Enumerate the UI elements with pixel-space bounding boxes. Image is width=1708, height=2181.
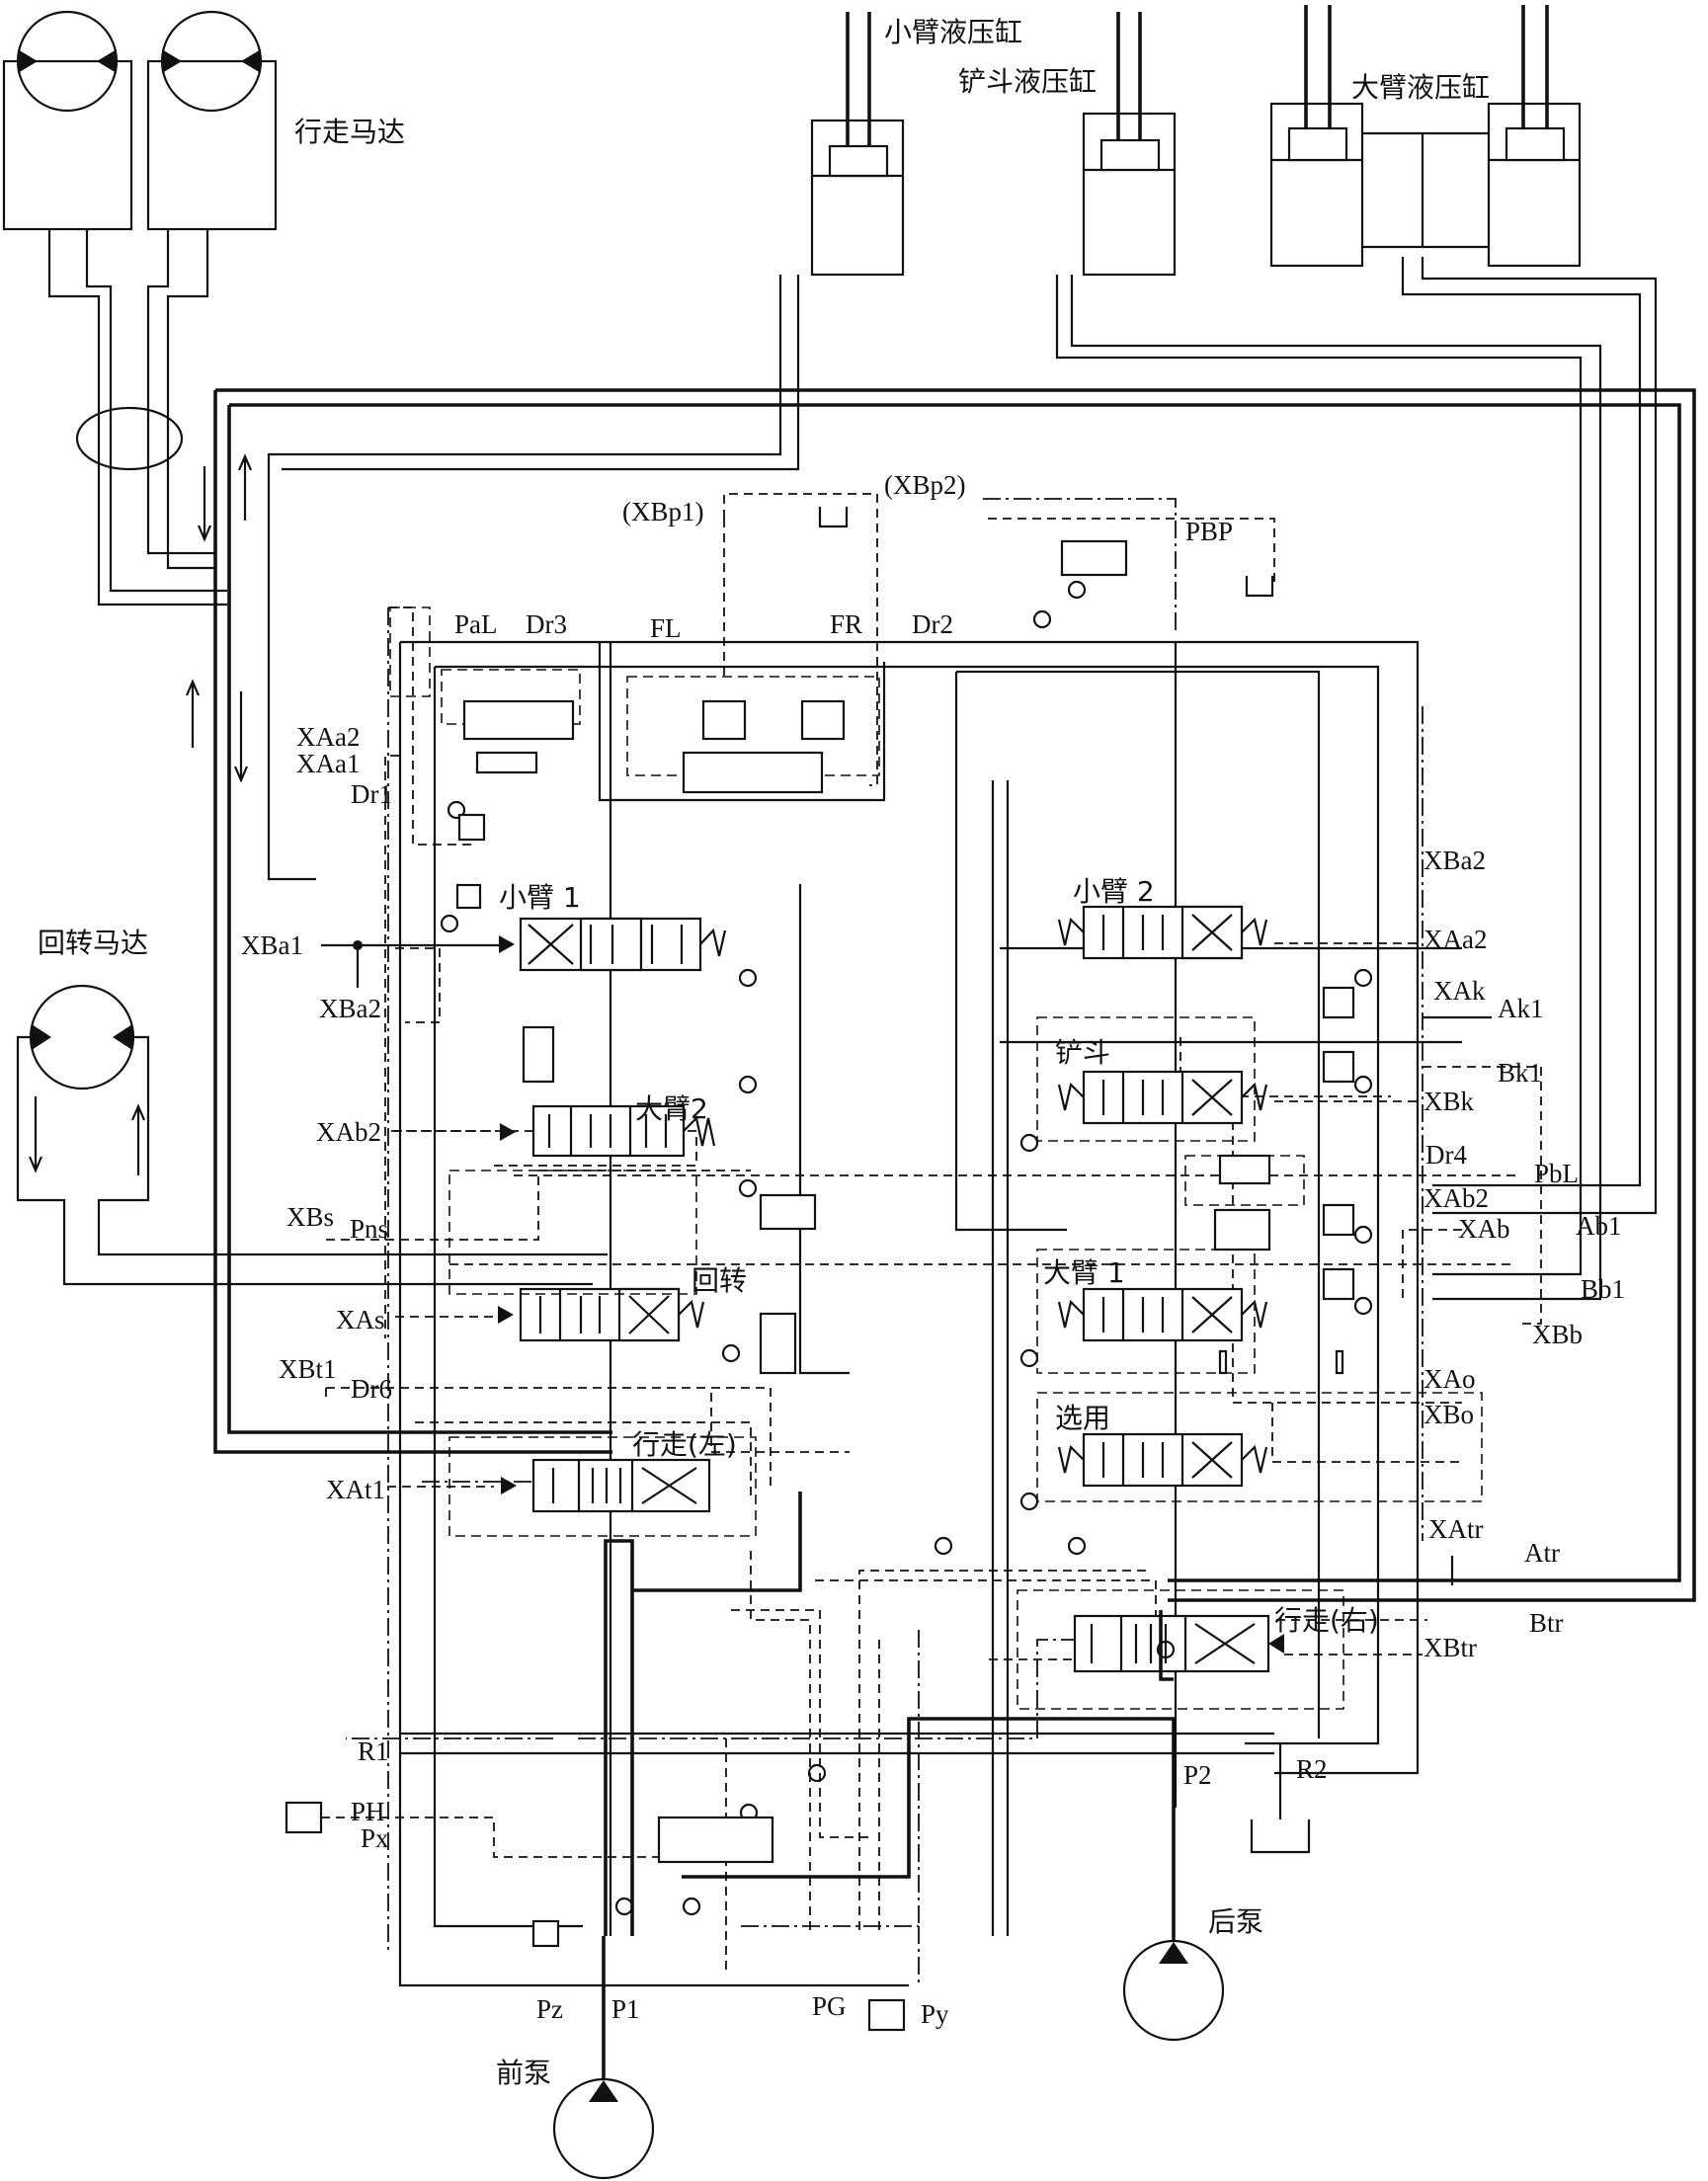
front-pump-label: 前泵: [496, 2057, 551, 2089]
rear-pump: 后泵: [682, 1717, 1263, 2042]
port-pal: PaL: [454, 609, 498, 639]
pilot-lines: [321, 493, 1542, 1976]
valve-arm1-label: 小臂 1: [499, 881, 581, 914]
port-ak1: Ak1: [1498, 994, 1544, 1023]
port-xbp2: (XBp2): [884, 470, 966, 500]
valve-bucket-label: 铲斗: [1055, 1036, 1110, 1069]
valve-travel-right-label: 行走(右): [1274, 1604, 1379, 1637]
port-bb1: Bb1: [1581, 1274, 1625, 1304]
port-dr1: Dr1: [351, 779, 392, 809]
port-pg: PG: [812, 1991, 847, 2021]
port-fr: FR: [830, 609, 862, 639]
port-atr: Atr: [1524, 1538, 1560, 1568]
port-pbp: PBP: [1185, 517, 1233, 546]
valve-arm2-label: 小臂 2: [1073, 875, 1155, 908]
small-valves: [285, 539, 1355, 2032]
drain-lines: [346, 498, 1423, 1985]
port-pns: Pns: [350, 1214, 388, 1244]
travel-motor-lines: [47, 229, 253, 783]
spool-valves: 小臂 1 大臂2 回转 行走(左) 小臂 2 铲斗: [498, 875, 1379, 1673]
port-pbl: PbL: [1534, 1159, 1579, 1188]
port-xbt1: XBt1: [279, 1354, 337, 1384]
port-dr6: Dr6: [351, 1374, 392, 1404]
bucket-cylinder: 铲斗液压缸: [958, 12, 1177, 277]
port-xat1: XAt1: [326, 1475, 385, 1504]
port-ab1: Ab1: [1576, 1211, 1622, 1241]
port-pz: Pz: [536, 1994, 563, 2024]
port-xbtr: XBtr: [1423, 1633, 1477, 1662]
port-leaders: [321, 940, 1492, 1656]
port-bk1: Bk1: [1498, 1058, 1542, 1088]
port-xbb: XBb: [1532, 1320, 1583, 1349]
valve-optional-label: 选用: [1055, 1402, 1110, 1434]
port-px: Px: [361, 1823, 389, 1853]
swing-motor: 回转马达: [16, 927, 608, 1286]
port-xao: XAo: [1423, 1364, 1476, 1394]
arm-cylinder-label: 小臂液压缸: [884, 16, 1022, 48]
travel-motors: 行走马达: [2, 10, 405, 231]
port-py: Py: [921, 1999, 949, 2029]
valve-boom1-label: 大臂 1: [1043, 1256, 1125, 1289]
port-dr3: Dr3: [526, 609, 567, 639]
tanks: [818, 507, 1311, 1854]
rear-pump-label: 后泵: [1208, 1905, 1263, 1938]
port-r2: R2: [1296, 1754, 1328, 1784]
port-xba2-left: XBa2: [319, 994, 381, 1023]
valve-travel-left-label: 行走(左): [632, 1428, 737, 1461]
check-valves: [440, 580, 1373, 1916]
port-xab2-right: XAb2: [1423, 1183, 1489, 1213]
arm-cylinder: 小臂液压缸: [810, 12, 1022, 277]
port-xbp1: (XBp1): [622, 497, 704, 526]
port-ph: PH: [351, 1797, 385, 1826]
bucket-cylinder-label: 铲斗液压缸: [958, 65, 1097, 98]
crossing-ellipse: [75, 406, 184, 471]
valve-boom2-label: 大臂2: [635, 1092, 708, 1125]
port-dr4: Dr4: [1425, 1140, 1467, 1170]
port-xaa1: XAa1: [296, 749, 360, 778]
cylinder-lines: [213, 257, 1696, 1602]
port-p2: P2: [1183, 1760, 1212, 1790]
travel-motor-left-body: [2, 59, 133, 231]
travel-motor-right-body: [146, 59, 278, 231]
port-labels: (XBp1) (XBp2) PBP PaL Dr3 FL FR Dr2 XAa2…: [241, 470, 1625, 2029]
boom-cylinders: 大臂液压缸: [1269, 5, 1582, 268]
port-r1: R1: [358, 1737, 389, 1766]
port-xab2-left: XAb2: [316, 1117, 381, 1147]
port-dr2: Dr2: [912, 609, 953, 639]
port-xbo: XBo: [1423, 1400, 1474, 1429]
travel-motors-label: 行走马达: [294, 116, 405, 148]
port-xbk: XBk: [1423, 1087, 1475, 1116]
port-btr: Btr: [1529, 1608, 1564, 1638]
swing-motor-label: 回转马达: [38, 927, 148, 959]
port-xatr: XAtr: [1428, 1514, 1484, 1544]
valve-swing-label: 回转: [691, 1264, 747, 1297]
dashed-housings: [389, 606, 1483, 1710]
port-xas: XAs: [336, 1305, 385, 1334]
port-xak: XAk: [1433, 976, 1486, 1006]
port-fl: FL: [650, 613, 682, 643]
front-pump: 前泵: [496, 1936, 655, 2180]
port-xba2-right: XBa2: [1423, 846, 1486, 875]
port-xba1: XBa1: [241, 930, 303, 960]
port-xab: XAb: [1458, 1214, 1510, 1244]
port-xaa2-right: XAa2: [1423, 925, 1487, 954]
port-p1: P1: [611, 1994, 640, 2024]
supply-lines: [400, 1492, 1274, 1936]
boom-cylinder-label: 大臂液压缸: [1351, 71, 1490, 104]
port-xbs: XBs: [286, 1202, 334, 1232]
port-xaa2-left: XAa2: [296, 722, 360, 752]
